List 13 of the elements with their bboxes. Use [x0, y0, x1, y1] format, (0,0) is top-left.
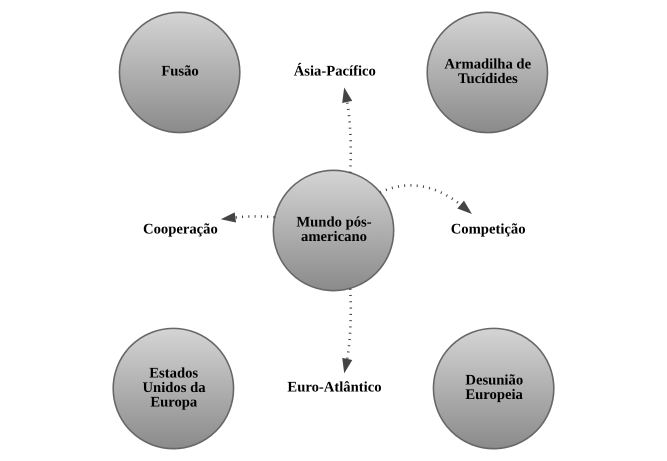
- node-text: Competição: [450, 221, 526, 238]
- arrow: [342, 88, 352, 173]
- node-circle: Estados Unidos da Europa: [112, 328, 234, 450]
- node-circle: Armadilha de Tucídides: [426, 12, 548, 134]
- arrow: [220, 212, 275, 223]
- node-text: Cooperação: [143, 221, 218, 238]
- node-text: Euro-Atlântico: [287, 379, 382, 396]
- node-circle: Desunião Europeia: [432, 328, 555, 450]
- node-circle: Mundo pós-americano: [272, 170, 394, 292]
- node-text: Ásia-Pacífico: [294, 63, 376, 80]
- arrow: [380, 184, 472, 214]
- arrow: [342, 288, 352, 374]
- node-circle: Fusão: [118, 12, 241, 134]
